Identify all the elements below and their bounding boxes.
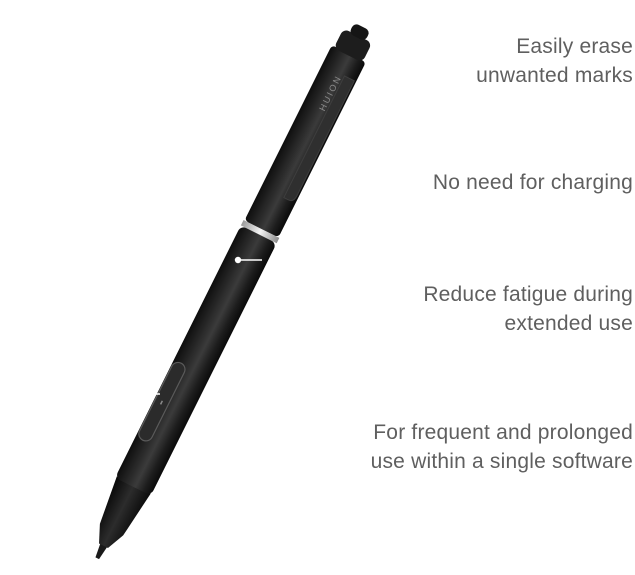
leader-lines bbox=[126, 14, 434, 398]
callout-eraser-line-2: unwanted marks bbox=[476, 64, 633, 87]
pen-barrel bbox=[245, 46, 365, 237]
callout-battery-free-line-1: No need for charging bbox=[432, 171, 633, 194]
callout-side-buttons-line-2: use within a single software bbox=[370, 450, 633, 473]
pen-tip bbox=[95, 542, 108, 560]
pen-clip bbox=[283, 75, 355, 202]
pen-grip bbox=[117, 227, 275, 494]
leader-dot-battery-free bbox=[324, 146, 332, 154]
callout-ergonomic-line-2: extended use bbox=[504, 312, 633, 335]
leader-dot-eraser bbox=[418, 14, 426, 22]
callout-battery-free: No need for charging bbox=[433, 168, 633, 197]
leader-dot-ergonomic bbox=[234, 256, 242, 264]
pen-ring bbox=[240, 220, 280, 244]
callout-ergonomic: Reduce fatigue during extended use bbox=[423, 280, 633, 338]
callout-ergonomic-line-1: Reduce fatigue during bbox=[423, 283, 633, 306]
pen-nose bbox=[99, 476, 151, 548]
callout-side-buttons: For frequent and prolonged use within a … bbox=[371, 418, 633, 476]
callout-side-buttons-line-1: For frequent and prolonged bbox=[373, 421, 633, 444]
leader-dot-side-buttons bbox=[126, 390, 134, 398]
callout-eraser: Easily erase unwanted marks bbox=[476, 32, 633, 90]
callout-eraser-line-1: Easily erase bbox=[516, 35, 633, 58]
